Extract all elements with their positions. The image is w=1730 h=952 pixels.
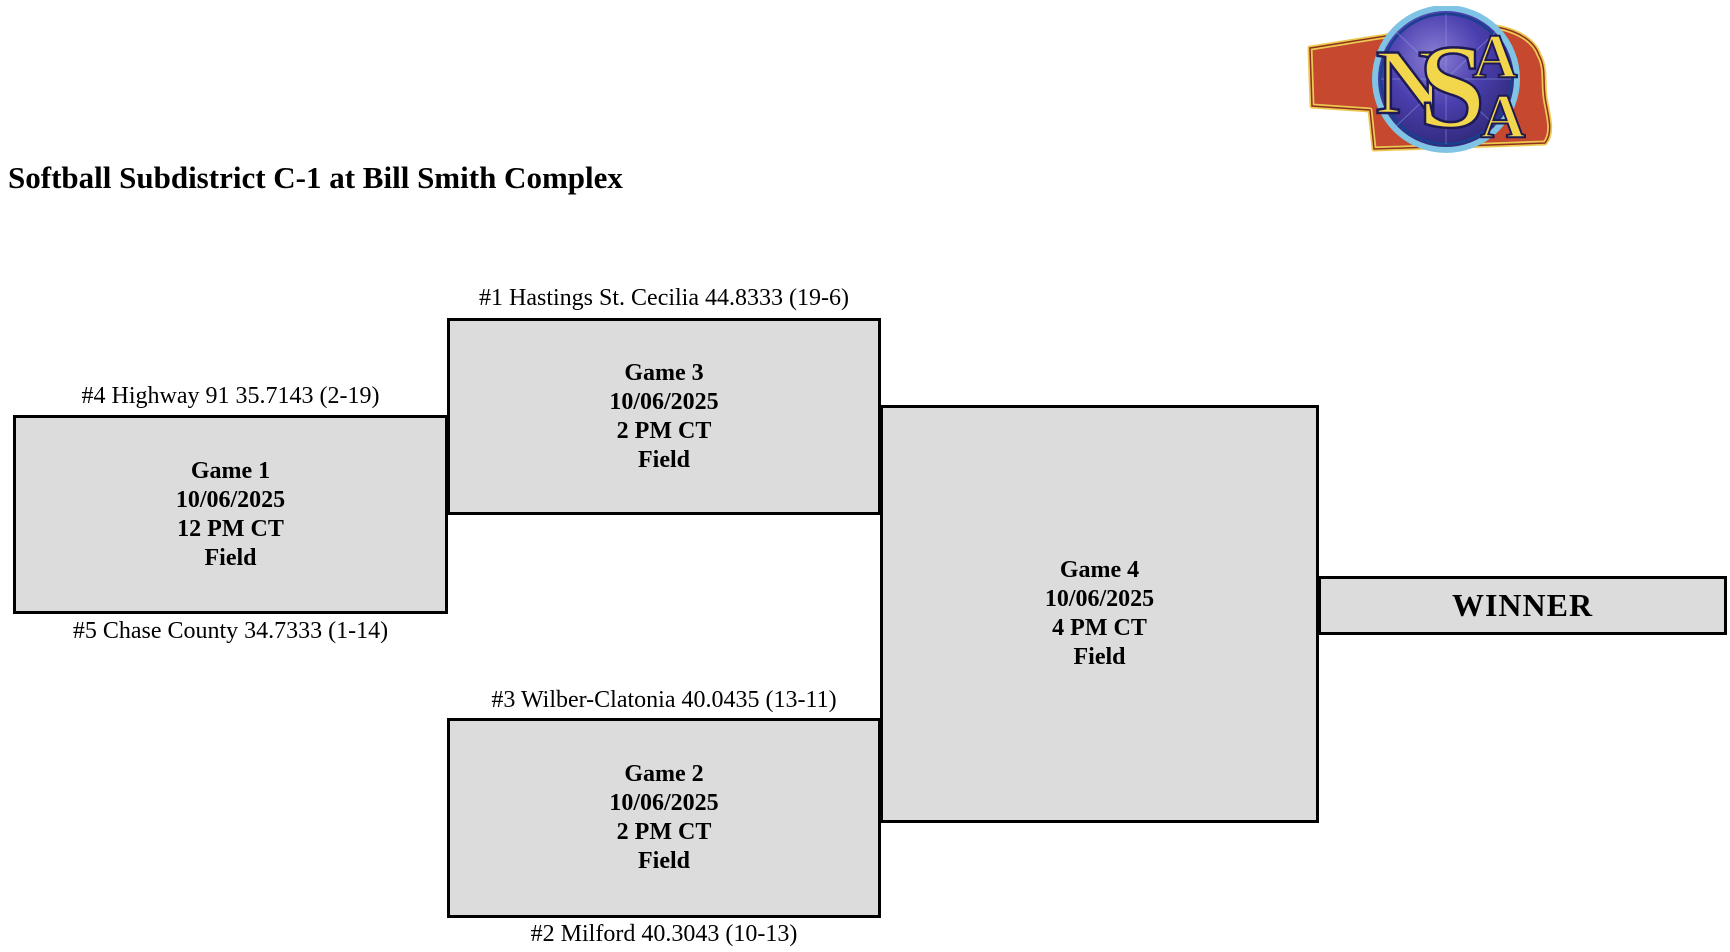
game-3-box: Game 3 10/06/2025 2 PM CT Field (447, 318, 881, 515)
game-4-date: 10/06/2025 (1044, 586, 1155, 612)
winner-label: WINNER (1451, 587, 1594, 623)
game-4-title: Game 4 (1059, 557, 1140, 583)
nsaa-letter-n: N (1376, 31, 1442, 133)
page-title: Softball Subdistrict C-1 at Bill Smith C… (8, 160, 623, 195)
game-2-time: 2 PM CT (616, 819, 712, 845)
winner-box: WINNER (1318, 576, 1727, 635)
seed-label-chase-county: #5 Chase County 34.7333 (1-14) (72, 618, 389, 644)
game-3-title: Game 3 (624, 359, 704, 386)
nsaa-logo-graphic: N S A A (1307, 5, 1553, 154)
nsaa-medallion-ring (1379, 12, 1513, 146)
game-3-venue: Field (638, 446, 690, 473)
game-4-box: Game 4 10/06/2025 4 PM CT Field (880, 405, 1319, 823)
nsaa-logo: N S A A (1296, 5, 1574, 162)
game-2-box: Game 2 10/06/2025 2 PM CT Field (447, 718, 881, 918)
seed-label-milford: #2 Milford 40.3043 (10-13) (530, 921, 798, 947)
game-2-title: Game 2 (624, 761, 704, 787)
game-1-time: 12 PM CT (177, 515, 284, 542)
game-1-box: Game 1 10/06/2025 12 PM CT Field (13, 415, 448, 614)
game-1-venue: Field (204, 544, 257, 571)
game-2-date: 10/06/2025 (609, 790, 719, 816)
game-2-venue: Field (638, 848, 690, 874)
game-4-venue: Field (1073, 644, 1126, 670)
nsaa-letter-a2: A (1481, 83, 1526, 151)
seed-label-wilber-clatonia: #3 Wilber-Clatonia 40.0435 (13-11) (491, 687, 837, 713)
game-1-title: Game 1 (190, 457, 271, 484)
seed-label-highway-91: #4 Highway 91 35.7143 (2-19) (81, 383, 380, 409)
game-3-date: 10/06/2025 (609, 388, 719, 415)
nsaa-letter-s: S (1419, 20, 1486, 153)
game-1-date: 10/06/2025 (175, 486, 286, 513)
nsaa-letter-a1: A (1473, 23, 1518, 91)
game-3-time: 2 PM CT (616, 417, 712, 444)
nsaa-medallion-icon (1372, 5, 1520, 153)
game-4-time: 4 PM CT (1052, 615, 1147, 641)
seed-label-hastings-st-cecilia: #1 Hastings St. Cecilia 44.8333 (19-6) (479, 285, 849, 311)
medallion-rays (1381, 14, 1511, 144)
